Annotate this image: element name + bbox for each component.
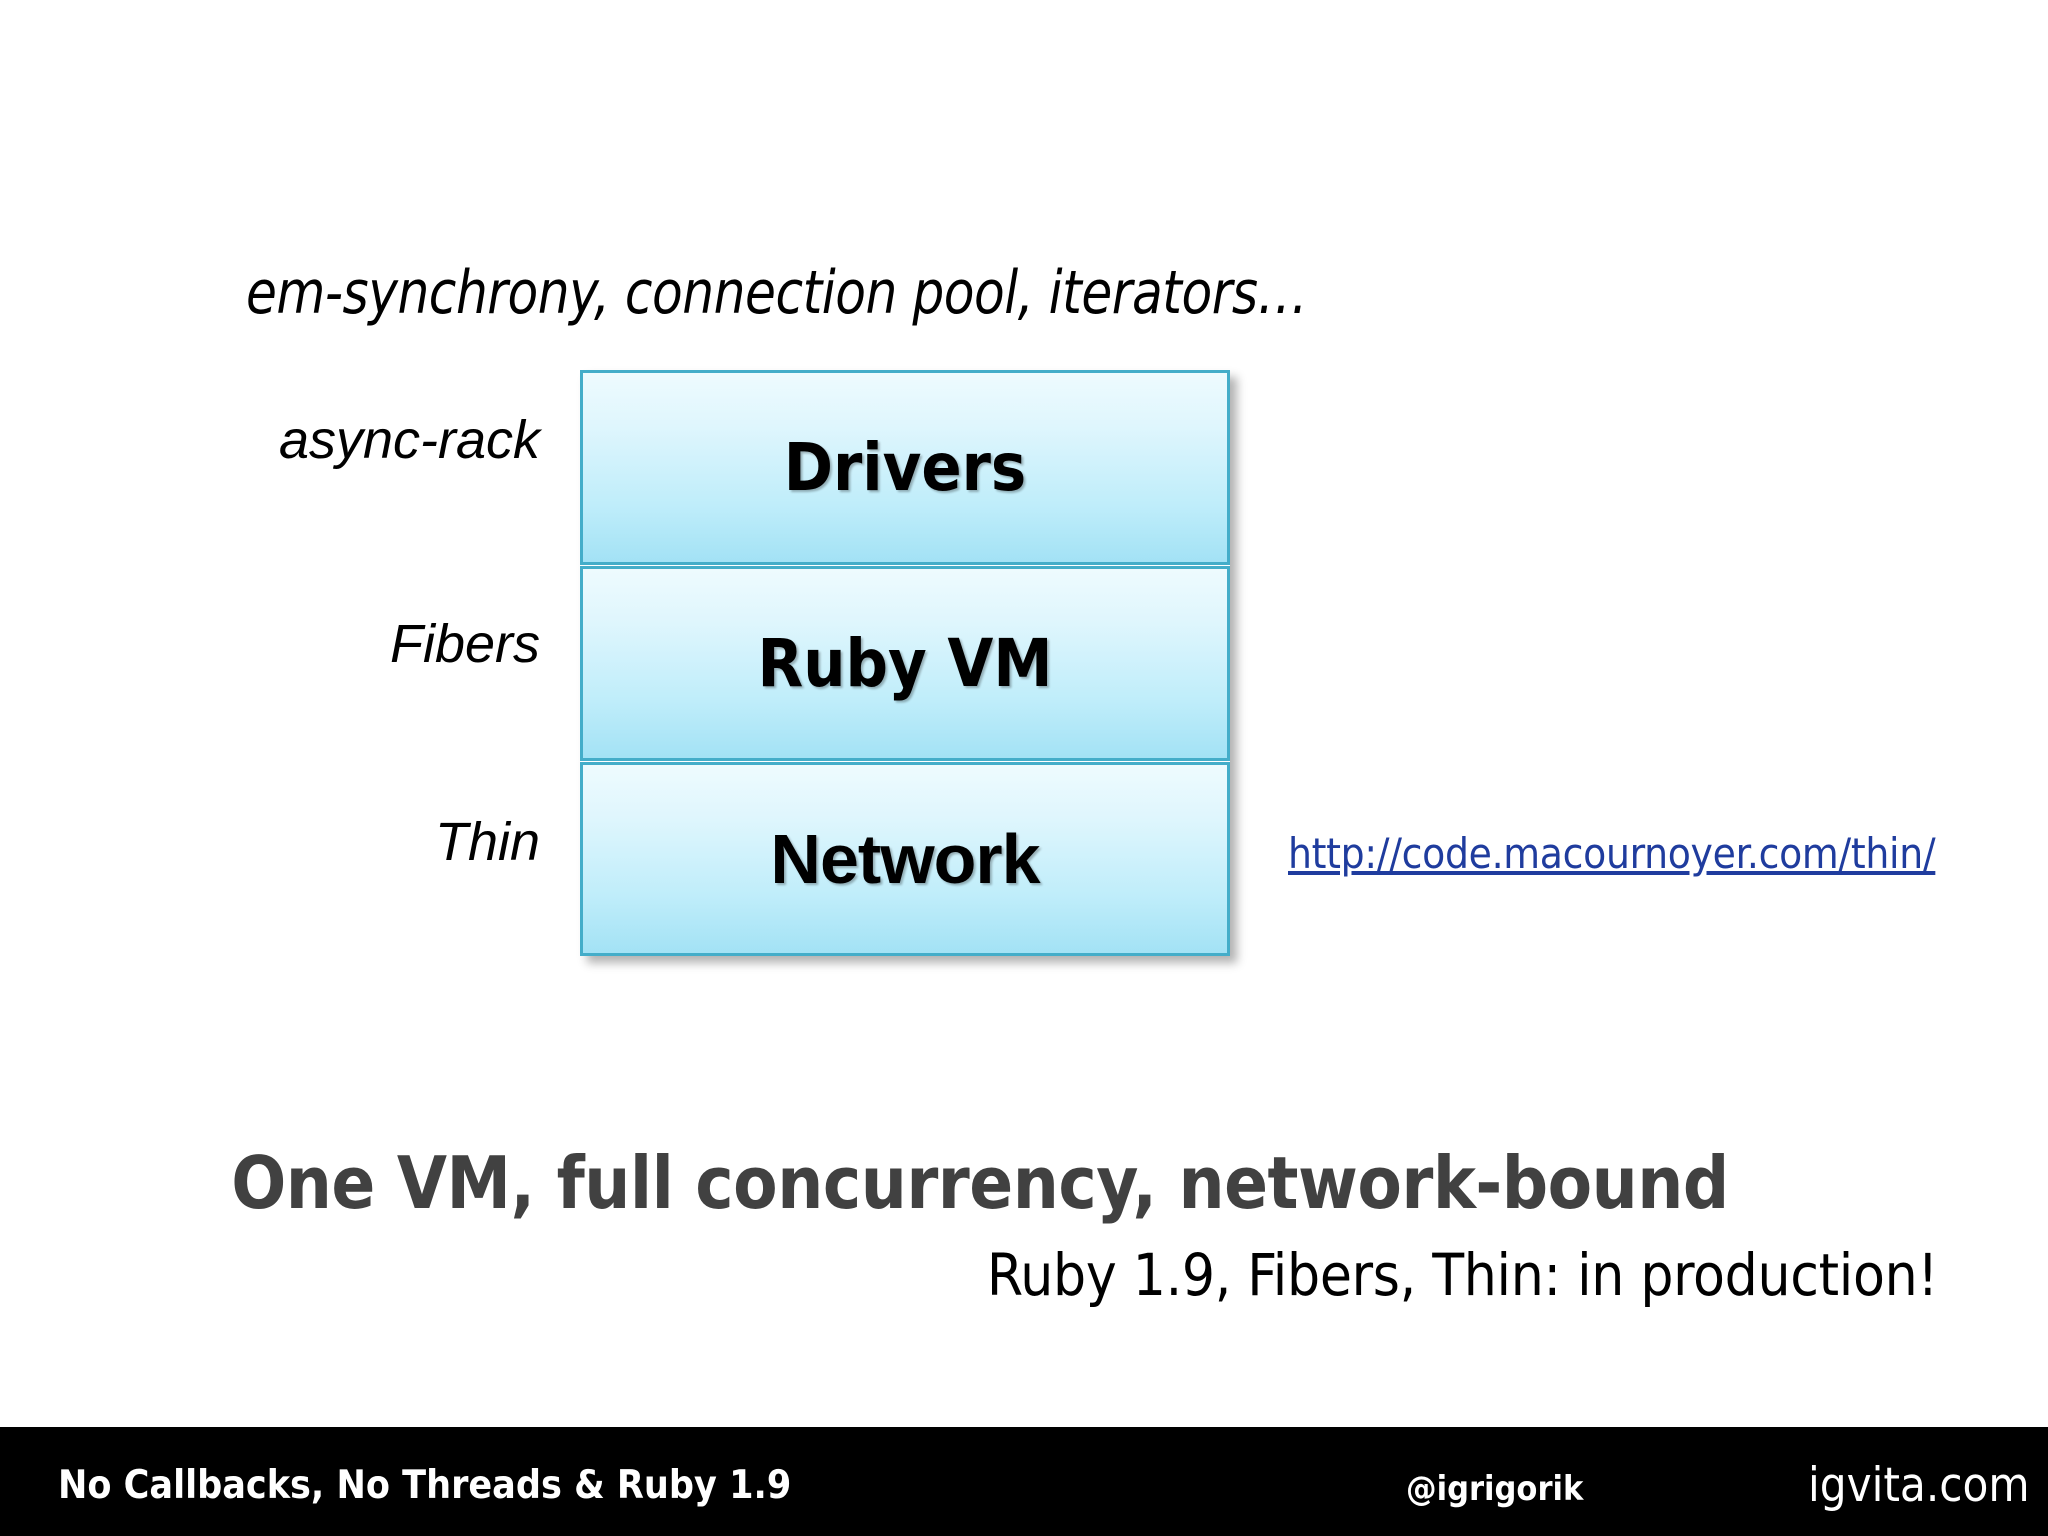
footer-bar: No Callbacks, No Threads & Ruby 1.9 @igr… (0, 1427, 2048, 1536)
footer-twitter-handle: @igrigorik (1406, 1469, 1584, 1509)
side-label-fibers: Fibers (389, 614, 540, 674)
stack-layer-ruby-vm-label: Ruby VM (757, 624, 1053, 702)
layer-stack-diagram: Drivers Ruby VM Network (580, 370, 1230, 956)
thin-project-link[interactable]: http://code.macournoyer.com/thin/ (1288, 829, 1936, 878)
side-label-async-rack: async-rack (278, 410, 540, 470)
headline-text: One VM, full concurrency, network-bound (231, 1141, 1729, 1225)
stack-layer-ruby-vm: Ruby VM (580, 566, 1230, 761)
footer-website: igvita.com (1808, 1458, 2030, 1513)
stack-layer-network-label: Network (770, 820, 1040, 898)
stack-layer-network: Network (580, 762, 1230, 956)
stack-layer-drivers: Drivers (580, 370, 1230, 565)
subline-text: Ruby 1.9, Fibers, Thin: in production! (986, 1241, 1938, 1309)
stack-layer-drivers-label: Drivers (783, 428, 1027, 506)
footer-presentation-title: No Callbacks, No Threads & Ruby 1.9 (58, 1463, 792, 1508)
top-annotation-text: em-synchrony, connection pool, iterators… (246, 258, 1308, 328)
side-label-thin: Thin (434, 812, 540, 872)
